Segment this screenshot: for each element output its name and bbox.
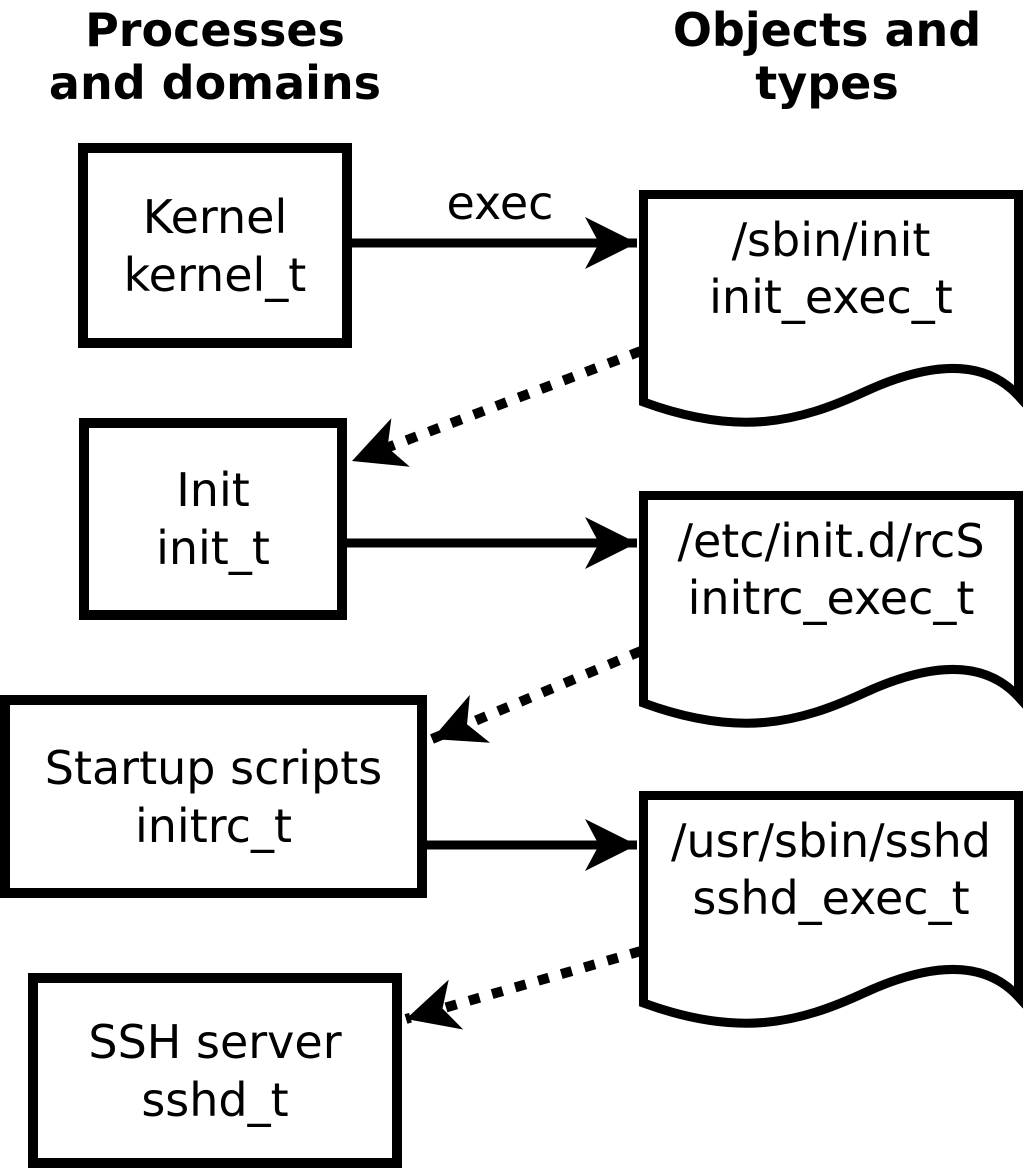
column-header-processes: Processes and domains (0, 4, 430, 110)
object-shape-sbin-init (639, 190, 1023, 427)
object-label-sbin-init: /sbin/init init_exec_t (639, 212, 1023, 326)
object-type-usr-sbin-sshd: sshd_exec_t (692, 871, 970, 925)
column-header-processes-line1: Processes (85, 3, 345, 57)
process-box-init: Init init_t (79, 418, 347, 620)
object-type-etc-initd-rcs: initrc_exec_t (687, 571, 975, 625)
object-path-usr-sbin-sshd: /usr/sbin/sshd (671, 814, 991, 868)
object-label-etc-initd-rcs: /etc/init.d/rcS initrc_exec_t (639, 513, 1023, 627)
transition-arrow-sbin-init-to-init (350, 346, 643, 467)
process-name-startup-scripts: Startup scripts (44, 740, 383, 795)
object-type-sbin-init: init_exec_t (709, 270, 953, 324)
process-type-init: init_t (156, 521, 270, 575)
process-name-kernel: Kernel (142, 189, 288, 244)
process-box-kernel: Kernel kernel_t (78, 143, 352, 348)
process-type-kernel: kernel_t (123, 247, 307, 302)
process-name-init: Init (176, 463, 250, 517)
column-header-objects-line2: types (755, 56, 899, 110)
process-box-startup-scripts: Startup scripts initrc_t (0, 695, 427, 898)
object-path-sbin-init: /sbin/init (731, 213, 931, 267)
object-path-etc-initd-rcs: /etc/init.d/rcS (677, 514, 985, 568)
process-type-startup-scripts: initrc_t (135, 798, 292, 853)
process-box-ssh-server: SSH server sshd_t (28, 973, 402, 1168)
transition-arrow-etc-initd-rcs-to-startup-scripts (430, 646, 643, 744)
transition-arrow-usr-sbin-sshd-to-ssh-server (404, 946, 643, 1030)
exec-arrow-label: exec (446, 176, 554, 230)
column-header-processes-line2: and domains (48, 56, 382, 110)
column-header-objects: Objects and types (622, 4, 1024, 110)
process-name-ssh-server: SSH server (88, 1014, 342, 1069)
column-header-objects-line1: Objects and (672, 3, 982, 57)
object-label-usr-sbin-sshd: /usr/sbin/sshd sshd_exec_t (639, 813, 1023, 927)
object-shape-etc-initd-rcs (639, 491, 1023, 728)
object-shape-usr-sbin-sshd (639, 791, 1023, 1028)
process-type-ssh-server: sshd_t (141, 1072, 289, 1127)
